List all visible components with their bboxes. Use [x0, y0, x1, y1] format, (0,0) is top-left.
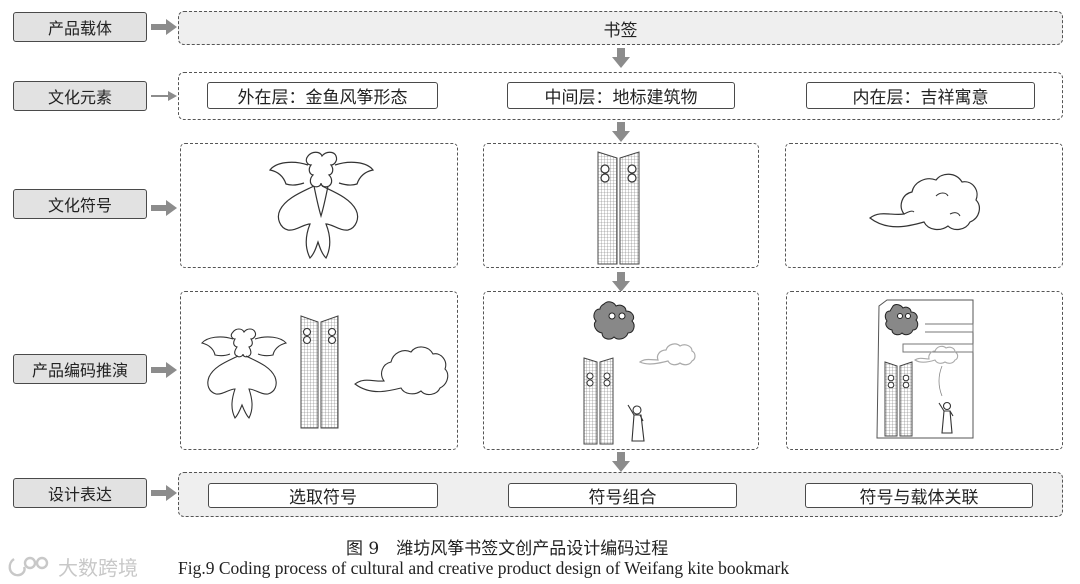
expression-symbol-carrier-association: 符号与载体关联 [805, 483, 1033, 508]
elements-row [178, 72, 1063, 120]
caption-chinese: 图 9 潍坊风筝书签文创产品设计编码过程 [346, 539, 669, 559]
auspicious-cloud-icon [869, 173, 980, 231]
arrow-down-icon [612, 48, 630, 68]
carrier-row: 书签 [178, 11, 1063, 45]
watermark-logo-icon [8, 556, 49, 576]
arrow-down-icon [612, 122, 630, 142]
bookmark-draft-icon [876, 299, 974, 439]
label-product-carrier: 产品载体 [13, 12, 147, 42]
arrow-right-icon [151, 19, 177, 35]
goldfish-kite-icon [268, 151, 375, 260]
selected-symbols-icon [201, 315, 449, 429]
label-design-expression: 设计表达 [13, 478, 147, 508]
deduction-panel-selected-symbols [180, 291, 458, 450]
label-product-coding: 产品编码推演 [13, 354, 147, 384]
label-cultural-symbols: 文化符号 [13, 189, 147, 219]
element-outer-layer: 外在层：金鱼风筝形态 [207, 82, 438, 109]
watermark: 大数跨境 [8, 552, 138, 581]
landmark-building-icon [597, 151, 640, 265]
arrow-right-icon [151, 485, 177, 501]
expression-symbol-combination: 符号组合 [508, 483, 737, 508]
label-cultural-elements: 文化元素 [13, 81, 147, 111]
caption-english: Fig.9 Coding process of cultural and cre… [178, 558, 790, 578]
deduction-panel-symbol-carrier [786, 291, 1063, 450]
arrow-down-icon [612, 452, 630, 472]
arrow-right-icon [151, 91, 177, 101]
symbol-landmark-panel [483, 143, 759, 268]
carrier-value: 书签 [603, 20, 638, 41]
watermark-text: 大数跨境 [58, 556, 138, 580]
symbol-goldfish-kite-panel [180, 143, 458, 268]
arrow-down-icon [612, 272, 630, 292]
symbol-auspicious-cloud-panel [785, 143, 1063, 268]
symbol-combination-icon [583, 301, 696, 445]
element-inner-layer: 内在层：吉祥寓意 [806, 82, 1035, 109]
arrow-right-icon [151, 362, 177, 378]
deduction-panel-symbol-combination [483, 291, 759, 450]
arrow-right-icon [151, 200, 177, 216]
expression-select-symbols: 选取符号 [208, 483, 438, 508]
element-middle-layer: 中间层：地标建筑物 [507, 82, 735, 109]
